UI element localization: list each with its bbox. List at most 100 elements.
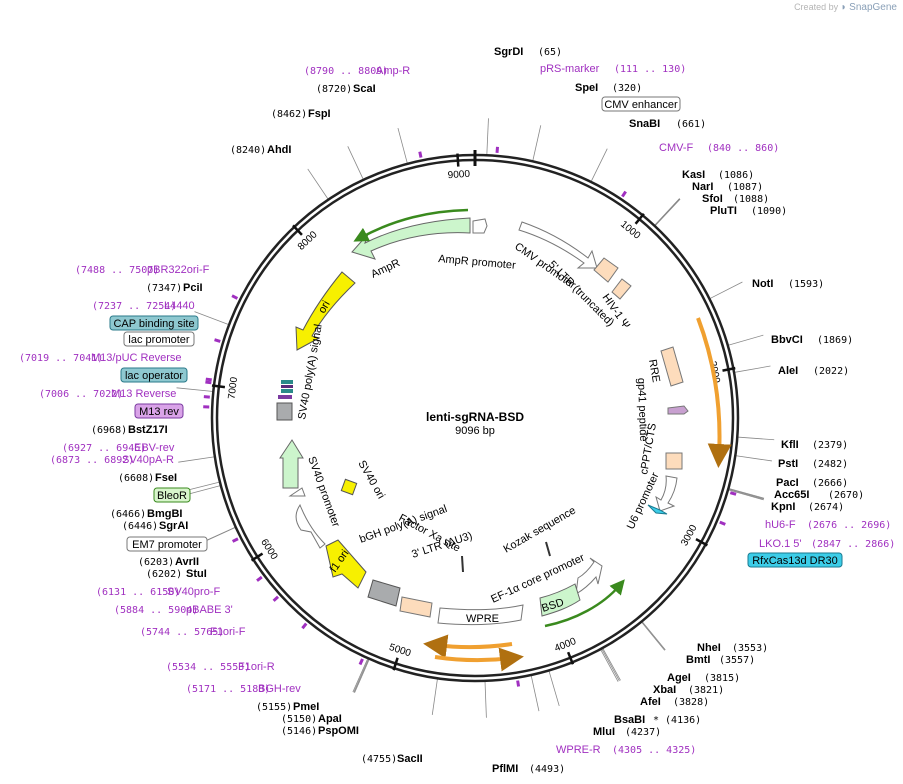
- enzyme-pluti-pos: (1090): [751, 206, 787, 217]
- primer-wpre-r[interactable]: WPRE-R: [556, 744, 601, 756]
- primer-hu6-f[interactable]: hU6-F: [765, 519, 796, 531]
- enzyme-fspi[interactable]: FspI: [308, 108, 331, 120]
- enzyme-spei-pos: (320): [612, 83, 642, 94]
- scale-tick-5000: [392, 657, 399, 671]
- enzyme-avrii[interactable]: AvrII: [175, 556, 199, 568]
- rfxcas13d-label: RfxCas13d DR30: [752, 555, 838, 567]
- bgh-polya-feature[interactable]: [367, 579, 401, 607]
- lac-operator-box[interactable]: [120, 367, 188, 383]
- enzyme-bbvci[interactable]: BbvCI: [771, 334, 803, 346]
- enzyme-agei[interactable]: AgeI: [667, 672, 691, 684]
- primer-f1ori-f[interactable]: F1ori-F: [210, 626, 246, 638]
- enzyme-mlui[interactable]: MluI: [593, 726, 615, 738]
- credit-prefix: Created by: [794, 2, 839, 12]
- enzyme-bstz17i[interactable]: BstZ17I: [128, 424, 168, 436]
- enzyme-spei[interactable]: SpeI: [575, 82, 598, 94]
- enzyme-sacii[interactable]: SacII: [397, 753, 423, 765]
- primer-bgh-rev[interactable]: BGH-rev: [258, 683, 301, 695]
- primer-m13-reverse[interactable]: M13 Reverse: [111, 388, 176, 400]
- primer-prs-marker[interactable]: pRS-marker: [540, 63, 600, 75]
- u6-promoter-feature[interactable]: [655, 475, 678, 512]
- wpre-feature[interactable]: [437, 604, 524, 626]
- enzyme-pflmi[interactable]: PflMI: [492, 763, 518, 775]
- cppt-feature[interactable]: [665, 452, 683, 470]
- enzyme-acc65i[interactable]: Acc65I: [774, 489, 809, 501]
- primer-ampr[interactable]: Amp-R: [376, 65, 410, 77]
- lac-promoter-box[interactable]: [123, 331, 195, 347]
- enzyme-sgrai[interactable]: SgrAI: [159, 520, 188, 532]
- enzyme-snabi[interactable]: SnaBI: [629, 118, 660, 130]
- ef1a-promoter-feature[interactable]: [575, 557, 603, 595]
- ori-feature[interactable]: [295, 271, 356, 351]
- primer-mark-16: [231, 294, 239, 300]
- enzyme-kfli[interactable]: KflI: [781, 439, 799, 451]
- enzyme-psti[interactable]: PstI: [778, 458, 798, 470]
- m13-rev-box[interactable]: [134, 403, 184, 419]
- gp41-feature[interactable]: [667, 405, 689, 415]
- primer-lko1[interactable]: LKO.1 5': [759, 538, 801, 550]
- enzyme-snabi-pos: (661): [676, 119, 706, 130]
- ltr3-feature[interactable]: [399, 596, 433, 618]
- em7-feature[interactable]: [288, 487, 306, 497]
- enzyme-sgrdi[interactable]: SgrDI: [494, 46, 523, 58]
- enzyme-nhei[interactable]: NheI: [697, 642, 721, 654]
- enzyme-agei-pos: (3815): [704, 673, 740, 684]
- rre-feature[interactable]: [660, 346, 684, 387]
- ampr-feature[interactable]: [351, 217, 471, 260]
- primer-mark-5: [516, 680, 521, 687]
- enzyme-pluti[interactable]: PluTI: [710, 205, 737, 217]
- f1-ori-feature[interactable]: [325, 539, 367, 589]
- primer-ebv-rev[interactable]: EBV-rev: [134, 442, 175, 454]
- ltr5-feature[interactable]: [593, 257, 619, 283]
- primer-sv40pa-r[interactable]: SV40pA-R: [122, 454, 174, 466]
- enzyme-stui[interactable]: StuI: [186, 568, 207, 580]
- enzyme-pcii[interactable]: PciI: [183, 282, 203, 294]
- enzyme-pcii-pos: (7347): [146, 283, 182, 294]
- sv40-promoter-label: SV40 promoter: [305, 455, 342, 529]
- enzyme-bmgbi[interactable]: BmgBI: [147, 508, 182, 520]
- enzyme-nari[interactable]: NarI: [692, 181, 713, 193]
- rfxcas13d-box[interactable]: [747, 552, 843, 568]
- primer-sv40pro-f[interactable]: SV40pro-F: [167, 586, 220, 598]
- enzyme-pspomi[interactable]: PspOMI: [318, 725, 359, 737]
- cap-binding-box[interactable]: [109, 315, 199, 331]
- primer-pbr322ori-f[interactable]: pBR322ori-F: [147, 264, 210, 276]
- primer-pbabe3[interactable]: pBABE 3': [186, 604, 233, 616]
- scale-tick-label-9000: 9000: [447, 169, 470, 181]
- cmv-enhancer-box[interactable]: [601, 96, 681, 112]
- enzyme-scai[interactable]: ScaI: [353, 83, 376, 95]
- primer-cmv-f[interactable]: CMV-F: [659, 142, 694, 154]
- bleor-box[interactable]: [153, 487, 191, 503]
- rfxcas13d-dr30-feature[interactable]: [647, 504, 668, 515]
- enzyme-fsei[interactable]: FseI: [155, 472, 177, 484]
- enzyme-sfoi[interactable]: SfoI: [702, 193, 723, 205]
- enzyme-xbai[interactable]: XbaI: [653, 684, 676, 696]
- sv40-polya-feature[interactable]: [276, 402, 293, 421]
- enzyme-ahdi[interactable]: AhdI: [267, 144, 291, 156]
- enzyme-pmei[interactable]: PmeI: [293, 701, 319, 713]
- cap-binding-label: CAP binding site: [113, 318, 194, 330]
- enzyme-paci[interactable]: PacI: [776, 477, 799, 489]
- lac-operator-mark: [281, 380, 293, 384]
- enzyme-alei[interactable]: AleI: [778, 365, 798, 377]
- enzyme-apai[interactable]: ApaI: [318, 713, 342, 725]
- primer-l4440[interactable]: L4440: [164, 300, 195, 312]
- enzyme-leader-31: [178, 456, 215, 463]
- enzyme-afei[interactable]: AfeI: [640, 696, 661, 708]
- enzyme-leader-25: [353, 658, 370, 693]
- enzyme-noti[interactable]: NotI: [752, 278, 773, 290]
- bsd-feature[interactable]: [539, 583, 581, 617]
- enzyme-kpni[interactable]: KpnI: [771, 501, 795, 513]
- bleor-feature[interactable]: [279, 439, 304, 489]
- em7-promoter-box[interactable]: [126, 536, 208, 552]
- enzyme-bmti[interactable]: BmtI: [686, 654, 710, 666]
- cmv-promoter-feature[interactable]: [518, 221, 598, 269]
- sv40-promoter-feature[interactable]: [295, 503, 326, 549]
- enzyme-kasi[interactable]: KasI: [682, 169, 705, 181]
- ampr-promoter-feature[interactable]: [472, 218, 488, 234]
- hiv-psi-feature[interactable]: [611, 278, 632, 300]
- sv40-ori-feature[interactable]: [340, 478, 358, 496]
- primer-m13puc[interactable]: M13/pUC Reverse: [91, 352, 181, 364]
- primer-f1ori-r[interactable]: F1ori-R: [238, 661, 275, 673]
- enzyme-bsabi[interactable]: BsaBI: [614, 714, 645, 726]
